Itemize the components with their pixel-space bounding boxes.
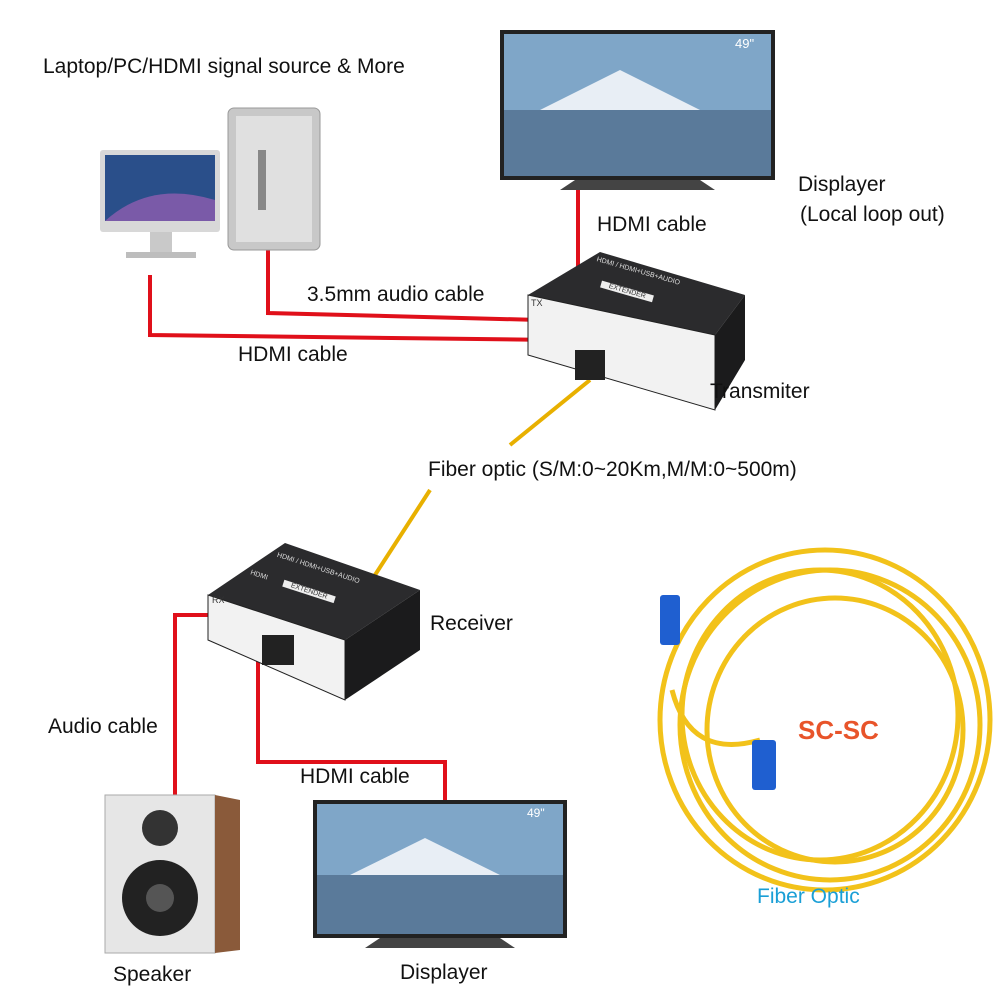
label-displayer-bottom: Displayer: [400, 961, 488, 984]
label-sc-sc: SC-SC: [798, 715, 879, 745]
tv-bottom-icon: [313, 800, 567, 948]
label-audio-cable: Audio cable: [48, 715, 158, 738]
tv-size-bottom: 49": [527, 806, 545, 820]
label-hdmi-cable-bottom: HDMI cable: [300, 765, 410, 788]
label-fiber-optic: Fiber optic (S/M:0~20Km,M/M:0~500m): [428, 458, 797, 481]
monitor-icon: [100, 150, 220, 258]
tx-tag: TX: [531, 298, 543, 308]
tv-top-icon: [500, 30, 775, 190]
label-source: Laptop/PC/HDMI signal source & More: [43, 55, 405, 78]
audio-cable-speaker: [173, 613, 215, 795]
label-fiber-optic-caption: Fiber Optic: [757, 885, 860, 908]
hdmi-cables: [148, 190, 580, 800]
label-hdmi-cable-top: HDMI cable: [597, 213, 707, 236]
label-hdmi-cable-left: HDMI cable: [238, 343, 348, 366]
hdmi-cable-source: [148, 275, 556, 342]
label-local-loop: (Local loop out): [800, 203, 945, 226]
sc-connector-icons: [660, 595, 776, 790]
audio-cable-35mm: [266, 250, 541, 322]
label-receiver: Receiver: [430, 612, 513, 635]
speaker-icon: [104, 794, 240, 954]
pc-tower-icon: [227, 107, 321, 251]
rx-tag: RX: [212, 595, 225, 605]
label-speaker: Speaker: [113, 963, 192, 986]
tv-size-top: 49": [735, 36, 755, 51]
label-displayer-top: Displayer: [798, 173, 886, 196]
label-transmitter: Transmiter: [710, 380, 810, 403]
label-audio-cable-35mm: 3.5mm audio cable: [307, 283, 485, 306]
fiber-cable: [373, 378, 592, 577]
hdmi-cable-display: [256, 640, 447, 800]
fiber-coil-icon: [657, 547, 993, 893]
